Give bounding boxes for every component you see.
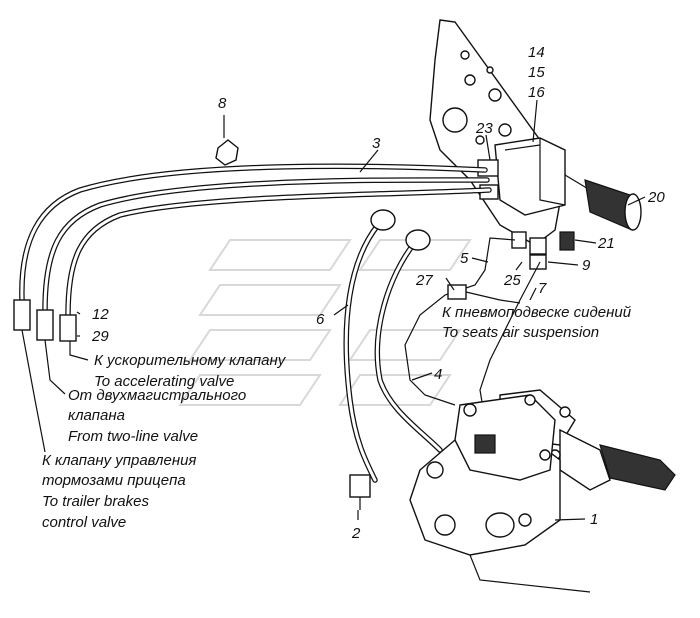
callout-1: 1 [590, 511, 598, 528]
caption-seats-ru: К пневмоподвеске сидений [442, 304, 632, 321]
callout-29: 29 [91, 328, 109, 345]
callout-20: 20 [647, 189, 665, 206]
bundle-end-connectors [13, 299, 77, 342]
callout-15: 15 [528, 64, 545, 81]
callout-numbers: 8 3 14 15 16 23 20 21 9 5 25 27 7 6 4 1 … [91, 44, 665, 542]
caption-accel-ru: К ускорительному клапану [94, 352, 287, 369]
tube-7 [479, 261, 541, 421]
tube-4 [374, 229, 443, 453]
callout-9: 9 [582, 257, 591, 274]
callout-12: 12 [92, 306, 109, 323]
caption-twoline-ru1: От двухмагистрального [68, 387, 246, 404]
caption-seats-en: To seats air suspension [442, 324, 599, 341]
tube-6 [343, 209, 396, 483]
callout-7: 7 [538, 280, 547, 297]
caption-trailer-en1: To trailer brakes [42, 493, 149, 510]
tube-5 [404, 237, 516, 406]
watermark [178, 239, 472, 406]
captions: К пневмоподвеске сидений To seats air su… [42, 304, 632, 531]
caption-twoline-en: From two-line valve [68, 428, 198, 445]
callout-16: 16 [528, 84, 545, 101]
callout-25: 25 [503, 272, 521, 289]
brake-lever-handle [564, 174, 642, 231]
callout-14: 14 [528, 44, 545, 61]
mounting-plate [429, 19, 566, 246]
callout-4: 4 [434, 366, 442, 383]
caption-twoline-ru2: клапана [68, 407, 125, 424]
hand-brake-valve [494, 137, 566, 216]
callout-3: 3 [372, 135, 381, 152]
caption-trailer-en2: control valve [42, 514, 126, 531]
caption-trailer-ru1: К клапану управления [42, 452, 196, 469]
callout-5: 5 [460, 250, 469, 267]
callout-2: 2 [351, 525, 361, 542]
caption-accel-en: To accelerating valve [94, 373, 234, 390]
callout-6: 6 [316, 311, 325, 328]
fittings-cluster [477, 159, 575, 270]
part-8-fitting [215, 139, 239, 166]
tube-bundle [19, 163, 492, 318]
callout-27: 27 [415, 272, 433, 289]
leader-lines [21, 99, 646, 521]
fitting-2 [349, 474, 371, 510]
callout-8: 8 [218, 95, 227, 112]
brake-valve-body [409, 394, 591, 593]
caption-trailer-ru2: тормозами прицепа [42, 472, 186, 489]
callout-21: 21 [597, 235, 615, 252]
callout-23: 23 [475, 120, 493, 137]
